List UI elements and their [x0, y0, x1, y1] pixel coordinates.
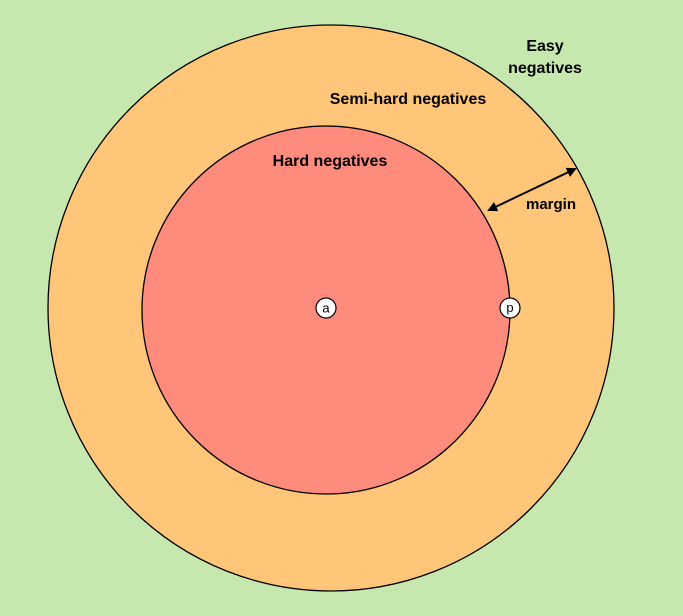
easy-negatives-label-line2: negatives — [508, 60, 582, 77]
semi-hard-negatives-label: Semi-hard negatives — [330, 91, 487, 108]
margin-label: margin — [526, 196, 576, 213]
hard-negatives-label: Hard negatives — [273, 153, 388, 170]
anchor-point: a — [315, 297, 337, 319]
easy-negatives-label-line1: Easy — [526, 38, 563, 55]
margin-arrow — [487, 167, 577, 212]
positive-point: p — [499, 297, 521, 319]
anchor-point-label: a — [322, 301, 330, 316]
positive-point-label: p — [506, 300, 513, 315]
